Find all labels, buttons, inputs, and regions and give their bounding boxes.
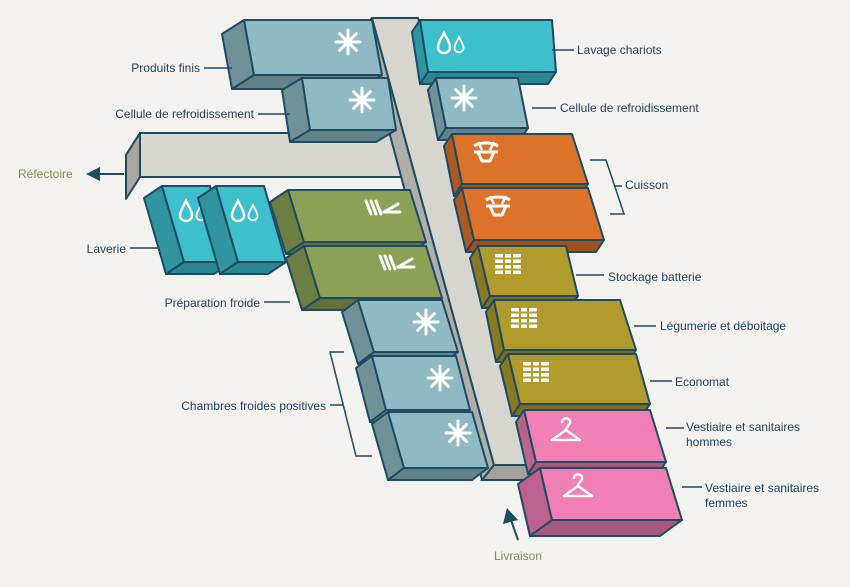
label-economat: Economat: [675, 375, 730, 389]
label-vestiaire-hommes: Vestiaire et sanitaires hommes: [686, 420, 801, 449]
knife-icon: [364, 199, 402, 216]
snowflake-icon: [450, 84, 478, 112]
label-legumerie: Légumerie et déboitage: [660, 319, 787, 333]
room-legumerie: [485, 299, 637, 363]
snowflake-icon: [412, 308, 440, 336]
room-cuisson-1: [443, 133, 589, 197]
label-cellule-refroidissement-droite: Cellule de refroidissement: [560, 101, 699, 115]
label-lavage-chariots: Lavage chariots: [577, 43, 662, 57]
room-vestiaire-hommes: [515, 409, 667, 475]
water-drops-icon: [230, 198, 259, 223]
steam-pot-icon: [485, 195, 511, 217]
label-preparation-froide: Préparation froide: [164, 296, 260, 310]
label-vestiaire-femmes: Vestiaire et sanitaires femmes: [705, 481, 820, 510]
room-chambre-froide-1: [341, 299, 459, 365]
label-produits-finis: Produits finis: [131, 61, 200, 75]
bracket-chambres-froides: [329, 351, 372, 457]
room-cellule-refroidissement-droite: [427, 77, 529, 141]
snowflake-icon: [334, 28, 362, 56]
room-lavage-chariots: [411, 19, 557, 85]
arrow-livraison-head: [503, 508, 518, 524]
arrow-refectoire-head: [86, 167, 100, 181]
hanger-icon: [550, 417, 582, 442]
shelves-icon: [511, 307, 537, 330]
label-stockage-batterie: Stockage batterie: [608, 270, 702, 284]
room-stockage-batterie: [469, 245, 579, 309]
label-chambres-froides: Chambres froides positives: [181, 399, 326, 413]
snowflake-icon: [444, 419, 472, 447]
leader-lines: [86, 49, 702, 541]
rooms-layer: [143, 19, 683, 537]
room-cellule-refroidissement-gauche: [281, 77, 397, 143]
knife-icon: [378, 254, 416, 271]
room-chambre-froide-3: [371, 411, 489, 481]
shelves-icon: [523, 361, 549, 384]
room-vestiaire-femmes: [517, 467, 683, 537]
arrow-livraison-shaft: [510, 519, 519, 541]
hanger-icon: [562, 473, 594, 498]
label-cuisson: Cuisson: [625, 178, 669, 192]
room-economat: [499, 353, 651, 417]
snowflake-icon: [426, 364, 454, 392]
room-preparation-froide-1: [269, 189, 427, 255]
label-laverie: Laverie: [86, 242, 126, 256]
label-livraison: Livraison: [494, 549, 543, 563]
shelves-icon: [495, 253, 521, 276]
room-cuisson-2: [453, 187, 605, 253]
snowflake-icon: [348, 86, 376, 114]
steam-pot-icon: [473, 141, 499, 163]
bracket-cuisson: [590, 159, 626, 215]
label-cellule-refroidissement-gauche: Cellule de refroidissement: [115, 107, 254, 121]
label-refectoire: Réfectoire: [18, 167, 73, 181]
room-laverie-2: [197, 185, 287, 275]
water-drops-icon: [436, 30, 465, 55]
